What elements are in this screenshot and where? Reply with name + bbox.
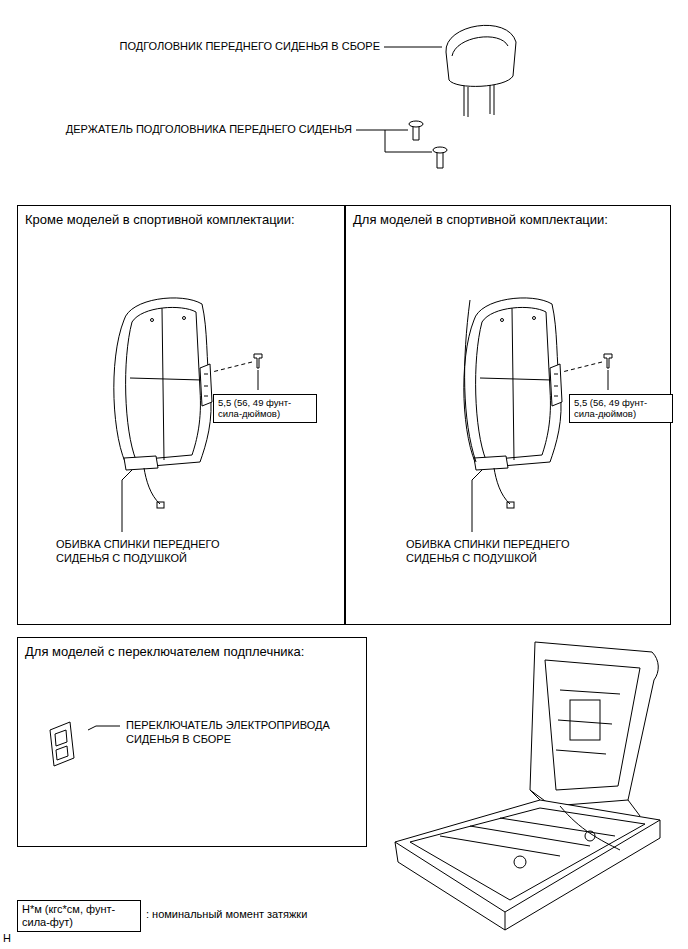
panel-heading: Для моделей с переключателем подплечника…: [25, 644, 304, 659]
legend-text: : номинальный момент затяжки: [146, 908, 307, 920]
part-name: ОБИВКА СПИНКИ ПЕРЕДНЕГО СИДЕНЬЯ С ПОДУШК…: [406, 538, 596, 566]
torque-box: 5,5 (56, 49 фунт-сила-дюймов): [569, 394, 673, 423]
part-name: ПОДГОЛОВНИК ПЕРЕДНЕГО СИДЕНЬЯ В СБОРЕ: [120, 40, 380, 52]
torque-box: 5,5 (56, 49 фунт-сила-дюймов): [213, 394, 317, 423]
panel-heading: Кроме моделей в спортивной комплектации:: [25, 212, 295, 227]
part-name: ДЕРЖАТЕЛЬ ПОДГОЛОВНИКА ПЕРЕДНЕГО СИДЕНЬЯ: [66, 123, 352, 135]
spec-text: Н*м (кгс*см, фунт-сила-фут): [22, 903, 136, 929]
legend-box: Н*м (кгс*см, фунт-сила-фут): [17, 900, 141, 932]
variant-panel: Для моделей с переключателем подплечника…: [17, 637, 367, 847]
spec-text: 5,5 (56, 49 фунт-сила-дюймов): [574, 397, 668, 420]
panel-heading: Для моделей в спортивной комплектации:: [353, 212, 608, 227]
part-name: ОБИВКА СПИНКИ ПЕРЕДНЕГО СИДЕНЬЯ С ПОДУШК…: [56, 538, 246, 566]
variant-panel: Кроме моделей в спортивной комплектации:…: [17, 205, 345, 625]
variant-panel: Для моделей в спортивной комплектации: ОБ…: [345, 205, 671, 625]
spec-text: 5,5 (56, 49 фунт-сила-дюймов): [218, 397, 312, 420]
part-name: ПЕРЕКЛЮЧАТЕЛЬ ЭЛЕКТРОПРИВОДА СИДЕНЬЯ В С…: [126, 719, 346, 747]
figure-code: H: [3, 932, 11, 944]
